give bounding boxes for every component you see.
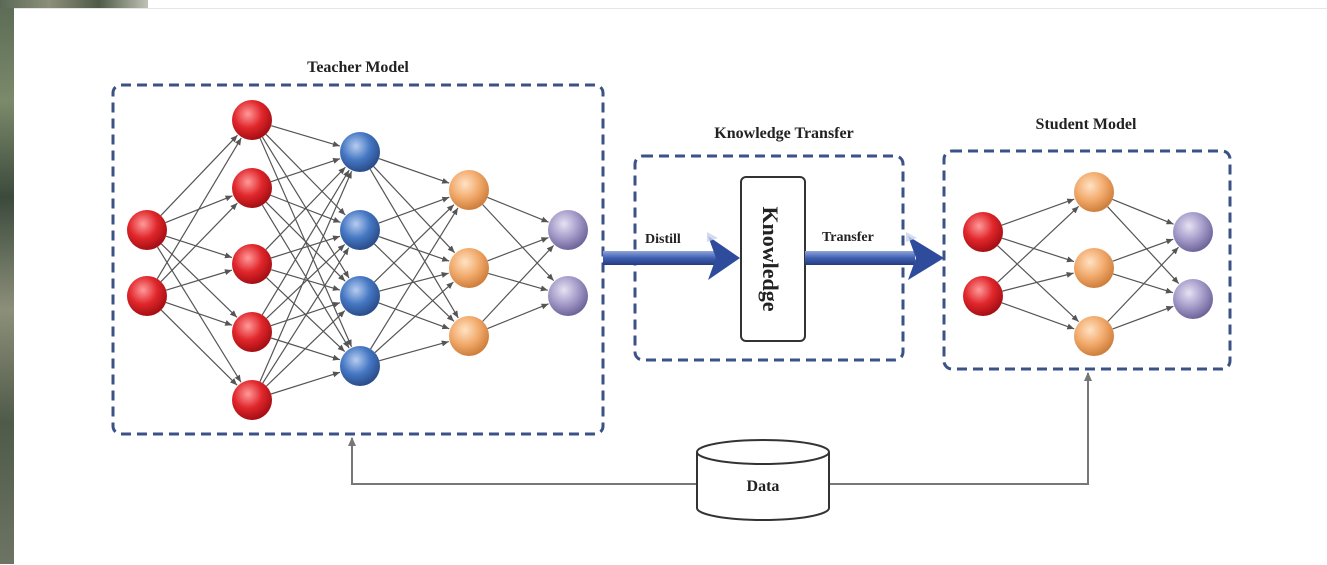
teacher-connection	[482, 204, 555, 282]
teacher-connection	[160, 134, 238, 216]
student-neuron-input	[963, 276, 1003, 316]
teacher-connection	[165, 269, 233, 291]
diagram-canvas	[14, 8, 1327, 565]
student-connection	[1001, 198, 1075, 226]
teacher-neuron-input	[127, 276, 167, 316]
distill-label: Distill	[645, 232, 681, 247]
teacher-connection	[266, 243, 346, 319]
teacher-connection	[378, 158, 450, 184]
background-image-strip	[0, 0, 14, 564]
teacher-connection	[378, 302, 450, 330]
teacher-neuron-hidden	[340, 276, 380, 316]
student-model-box	[942, 149, 1232, 371]
teacher-neuron-hidden	[232, 100, 272, 140]
teacher-neuron-hidden	[449, 316, 489, 356]
teacher-connection	[379, 340, 449, 362]
student-neuron-output	[1173, 212, 1213, 252]
student-neuron-input	[963, 212, 1003, 252]
teacher-connection	[488, 272, 548, 292]
student-connection	[1107, 246, 1179, 322]
teacher-connection	[487, 236, 549, 262]
student-neuron-hidden	[1074, 172, 1114, 212]
student-connection	[1001, 302, 1075, 330]
background-image-strip-top	[0, 0, 148, 8]
teacher-neurons	[127, 100, 588, 420]
student-connection	[997, 205, 1080, 283]
teacher-neuron-hidden	[340, 132, 380, 172]
knowledge-transfer: Knowledge Transfer Distill Knowledge Tra…	[603, 125, 944, 362]
teacher-connection	[156, 137, 242, 280]
student-connection	[1112, 305, 1174, 330]
teacher-connection	[265, 166, 346, 251]
teacher-neuron-output	[548, 276, 588, 316]
teacher-connection	[265, 133, 346, 216]
teacher-connection	[156, 246, 242, 383]
teacher-neuron-input	[127, 210, 167, 250]
teacher-connection	[160, 309, 238, 386]
student-connection	[1112, 198, 1174, 225]
teacher-connection	[374, 281, 454, 354]
data-label: Data	[747, 478, 780, 495]
student-model: Student Model	[942, 116, 1232, 371]
student-connection	[1112, 238, 1174, 262]
data-flow: Data	[348, 372, 1092, 521]
transfer-label: Transfer	[822, 230, 874, 245]
student-connection	[1112, 273, 1174, 294]
data-to-student-line	[830, 372, 1092, 485]
teacher-neuron-output	[548, 210, 588, 250]
distill-arrow	[603, 232, 740, 280]
data-to-teacher-line	[348, 437, 697, 485]
teacher-connection	[373, 204, 455, 283]
teacher-connection	[270, 158, 341, 183]
teacher-connection	[270, 371, 341, 395]
student-neuron-hidden	[1074, 316, 1114, 356]
student-connection	[1001, 237, 1075, 263]
teacher-connection	[487, 196, 549, 223]
teacher-connection	[378, 196, 450, 224]
teacher-connection	[271, 269, 341, 291]
teacher-neuron-hidden	[449, 248, 489, 288]
teacher-model: Teacher Model	[111, 59, 605, 436]
teacher-connection	[270, 235, 341, 259]
knowledge-box-label: Knowledge	[758, 206, 783, 311]
teacher-connection	[482, 244, 555, 322]
student-connection	[1002, 271, 1074, 292]
teacher-connection	[165, 235, 233, 259]
teacher-neuron-hidden	[340, 210, 380, 250]
teacher-neuron-hidden	[232, 312, 272, 352]
teacher-neuron-hidden	[232, 168, 272, 208]
teacher-model-title: Teacher Model	[307, 59, 409, 76]
teacher-neuron-hidden	[232, 244, 272, 284]
teacher-connection	[265, 310, 346, 387]
student-neuron-hidden	[1074, 248, 1114, 288]
student-model-title: Student Model	[1036, 116, 1137, 133]
teacher-connection	[261, 169, 350, 316]
teacher-connection	[160, 202, 238, 283]
knowledge-transfer-title: Knowledge Transfer	[714, 125, 853, 142]
teacher-connection	[262, 247, 350, 384]
teacher-neuron-hidden	[232, 380, 272, 420]
teacher-connection	[270, 302, 341, 327]
teacher-connection	[378, 236, 450, 262]
teacher-connection	[370, 207, 459, 350]
data-cylinder	[696, 439, 830, 521]
teacher-connection	[165, 301, 233, 326]
teacher-connection	[487, 303, 549, 330]
teacher-connection	[271, 125, 341, 147]
student-connections	[997, 198, 1180, 330]
teacher-connections	[156, 125, 555, 395]
teacher-connection	[379, 272, 449, 292]
student-connection	[997, 245, 1080, 323]
student-neuron-output	[1173, 279, 1213, 319]
teacher-neuron-hidden	[340, 346, 380, 386]
student-neurons	[963, 172, 1213, 356]
transfer-arrow	[805, 232, 944, 280]
teacher-connection	[259, 171, 353, 382]
student-connection	[1107, 206, 1180, 284]
teacher-neuron-hidden	[449, 170, 489, 210]
